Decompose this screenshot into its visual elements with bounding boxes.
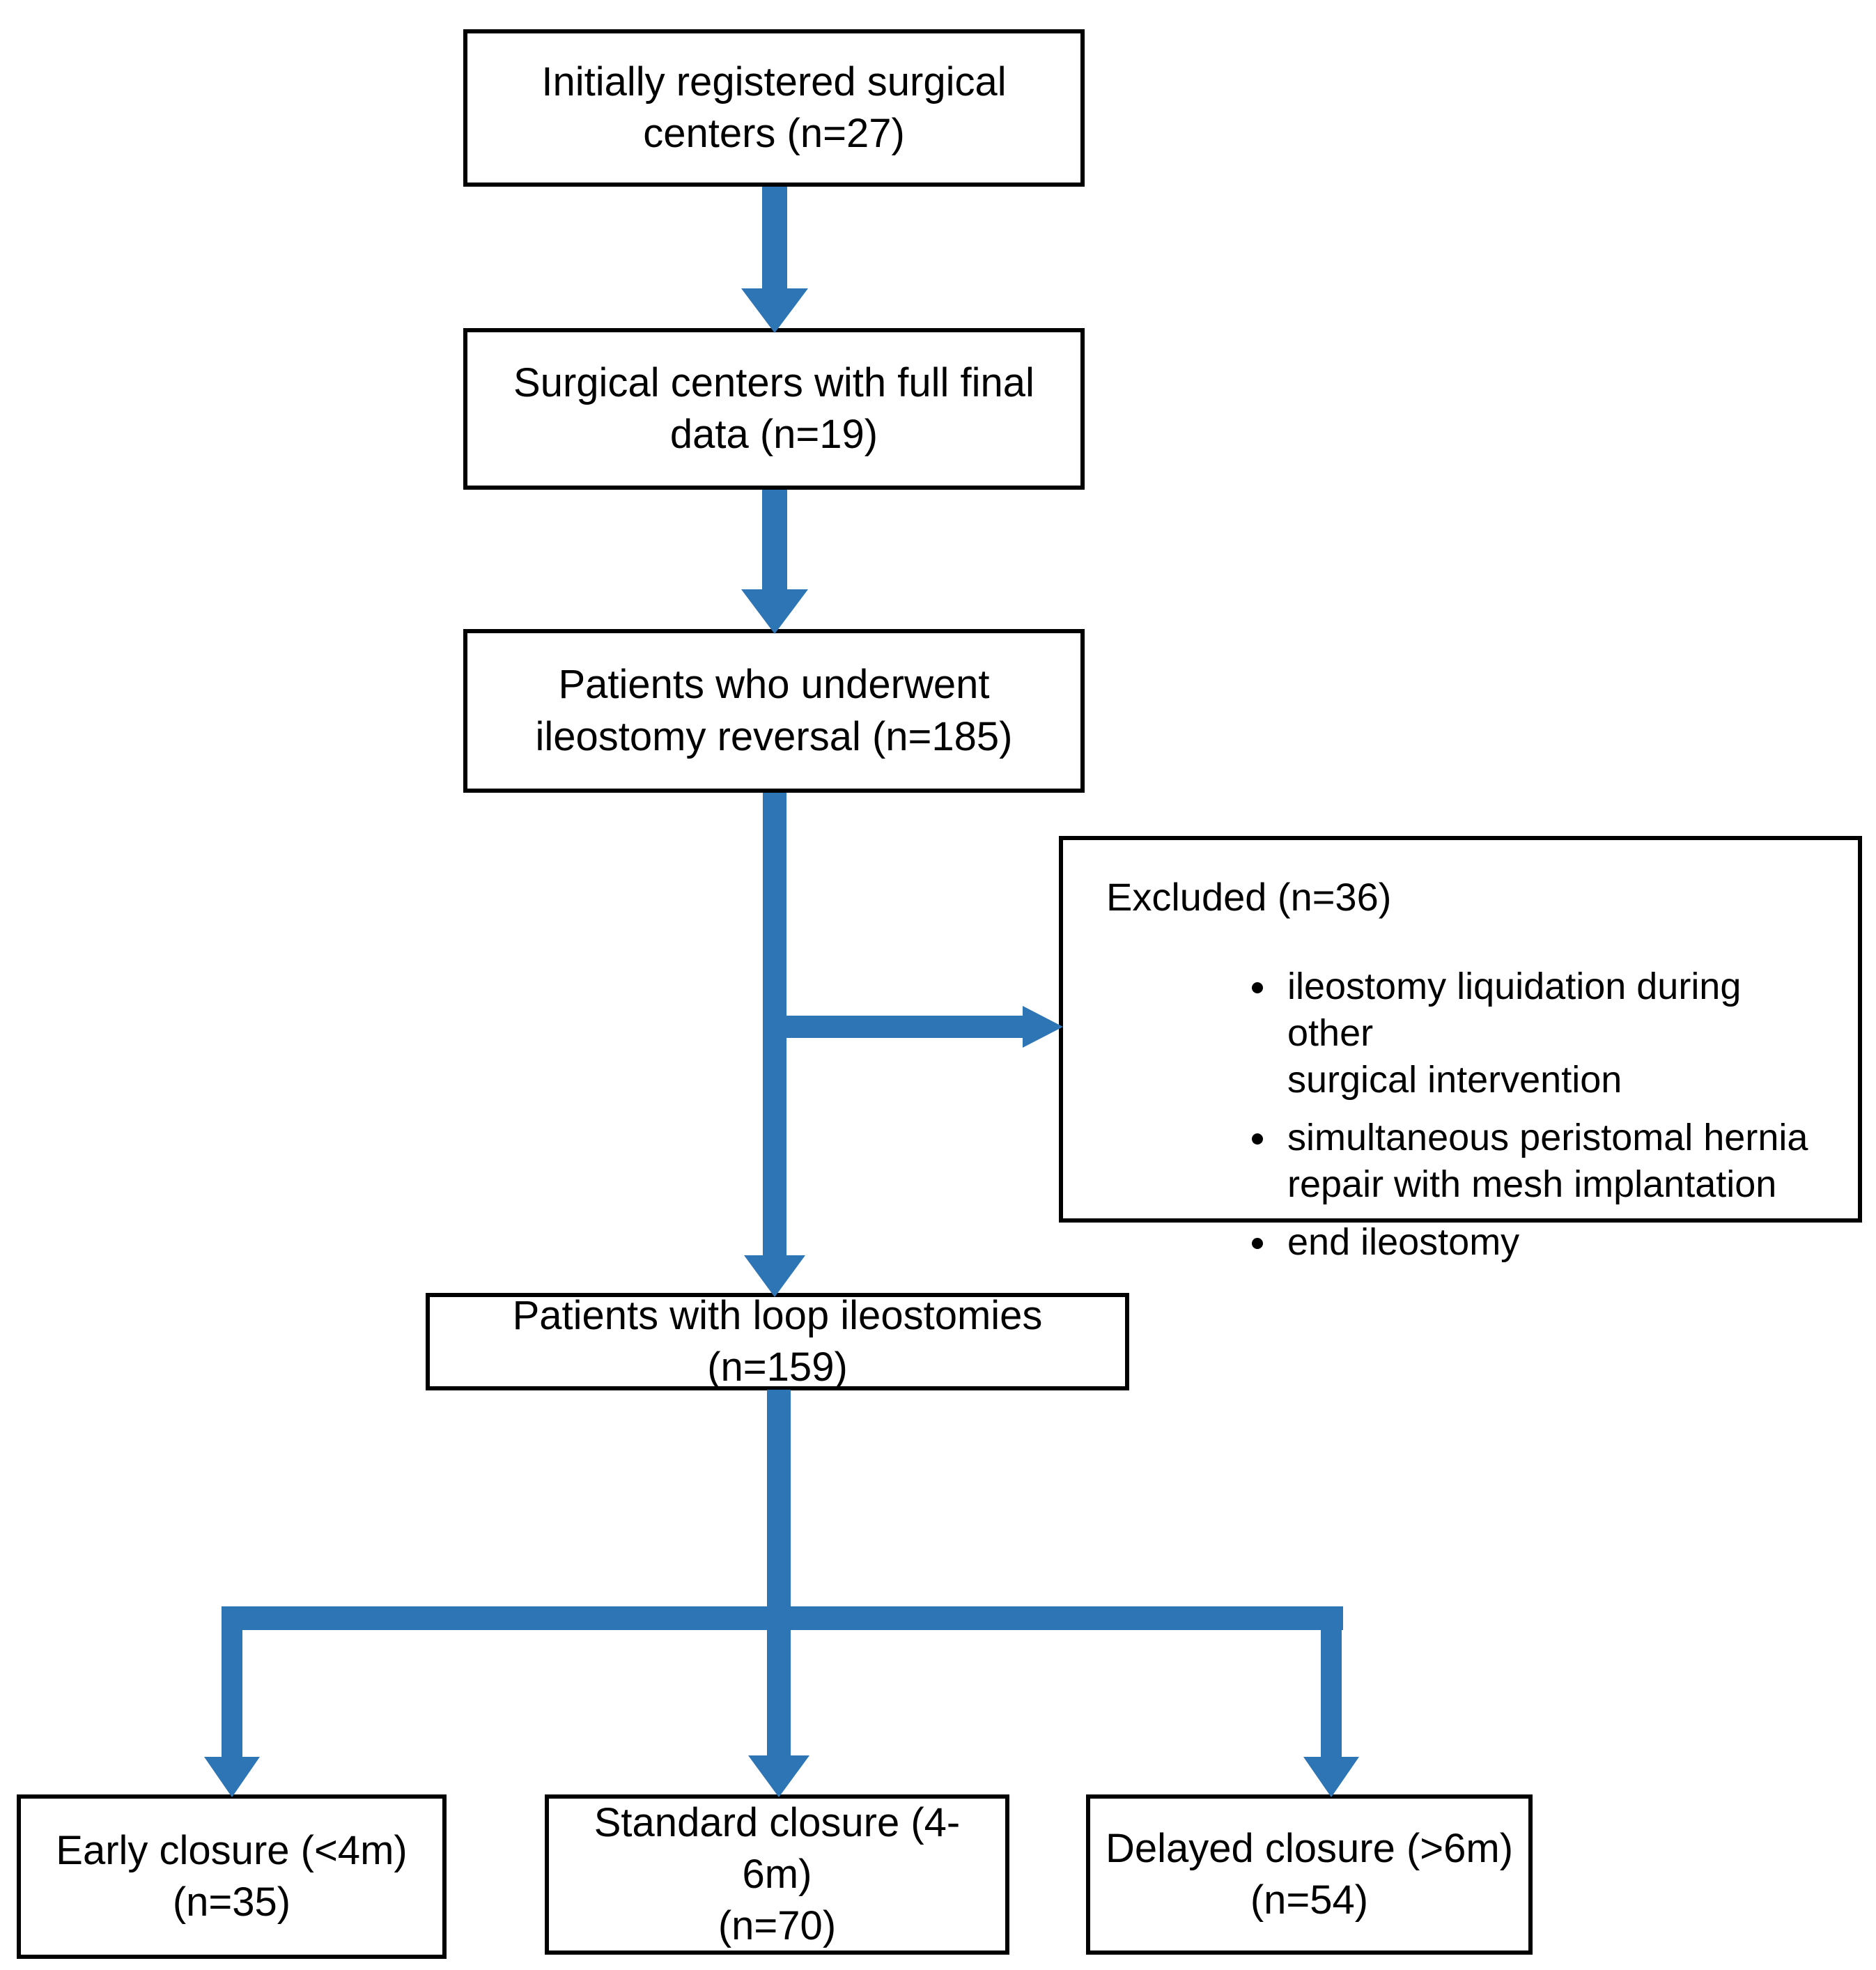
arrow-reversal-to-loop-icon: [744, 793, 805, 1297]
box-registered-centers: Initially registered surgical centers (n…: [463, 29, 1085, 187]
box-loop-ileostomies: Patients with loop ileostomies (n=159): [426, 1293, 1129, 1390]
box-loop-ileostomies-label: Patients with loop ileostomies (n=159): [512, 1292, 1043, 1390]
arrow-bar-to-early-icon: [204, 1606, 260, 1797]
arrow-finaldata-to-reversal-icon: [741, 490, 808, 634]
box-standard-closure: Standard closure (4-6m) (n=70): [545, 1794, 1009, 1955]
box-ileostomy-reversal: Patients who underwent ileostomy reversa…: [463, 629, 1085, 793]
box-ileostomy-reversal-label: Patients who underwent ileostomy reversa…: [535, 662, 1013, 759]
excluded-item: simultaneous peristomal hernia repair wi…: [1279, 1115, 1833, 1208]
box-delayed-closure: Delayed closure (>6m) (n=54): [1086, 1794, 1533, 1955]
excluded-title: Excluded (n=36): [1106, 875, 1392, 919]
excluded-item: ileostomy liquidation during other surgi…: [1279, 963, 1833, 1103]
box-standard-closure-label: Standard closure (4-6m) (n=70): [594, 1799, 961, 1949]
box-registered-centers-label: Initially registered surgical centers (n…: [541, 59, 1007, 156]
excluded-list: ileostomy liquidation during other surgi…: [1106, 963, 1833, 1266]
box-excluded: Excluded (n=36) ileostomy liquidation du…: [1059, 836, 1862, 1263]
branch-bar-icon: [222, 1606, 1343, 1630]
box-early-closure-label: Early closure (<4m) (n=35): [56, 1827, 408, 1925]
box-final-data-centers-label: Surgical centers with full final data (n…: [513, 359, 1034, 457]
box-final-data-centers: Surgical centers with full final data (n…: [463, 328, 1085, 490]
arrow-bar-to-delayed-icon: [1303, 1606, 1359, 1797]
arrow-loop-to-standard-icon: [748, 1390, 809, 1797]
arrow-registered-to-finaldata-icon: [741, 187, 808, 333]
box-early-closure: Early closure (<4m) (n=35): [17, 1794, 447, 1959]
excluded-item: end ileostomy: [1279, 1219, 1833, 1266]
arrow-branch-to-excluded-icon: [766, 1006, 1063, 1048]
box-delayed-closure-label: Delayed closure (>6m) (n=54): [1105, 1825, 1514, 1923]
